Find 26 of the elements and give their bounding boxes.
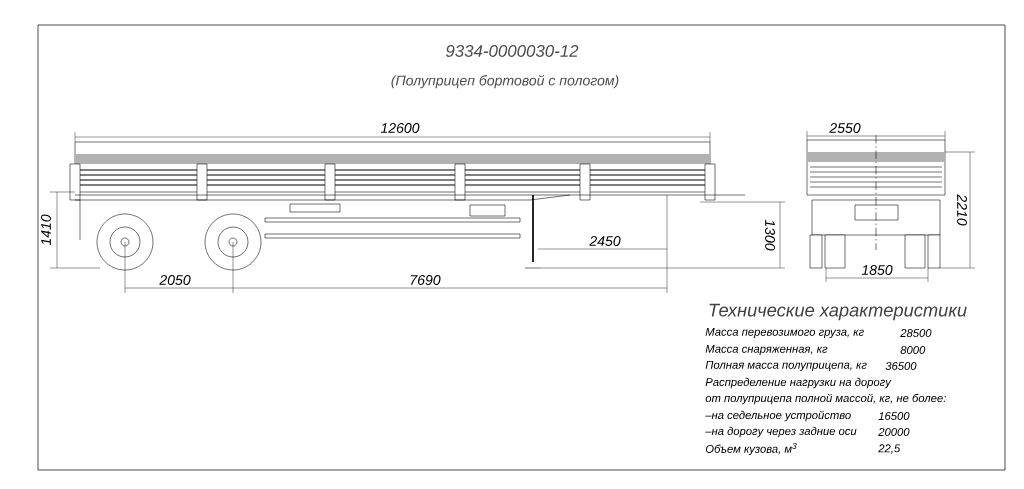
table-text: Распределение нагрузки на дорогу	[705, 377, 892, 389]
table-text: Масса снаряженная, кг	[705, 344, 828, 356]
dimension-text: 2450	[589, 236, 621, 246]
table-text: Масса перевозимого груза, кг	[705, 327, 864, 339]
dimension-text: 1410	[41, 214, 51, 246]
table-value: 36500	[885, 362, 917, 370]
table-text: от полуприцепа полной массой, кг, не более:	[705, 393, 946, 405]
dimension-text: 2550	[829, 123, 861, 133]
title: 9334-0000030-12	[446, 45, 579, 57]
table-value: 22,5	[878, 444, 901, 454]
table-text: Объем кузова, м$^{3}$	[705, 442, 797, 456]
dimension-text: 7690	[410, 275, 441, 285]
dimension-text: 1850	[861, 265, 893, 275]
dimension-text: 2210	[957, 194, 967, 226]
dimension-text: 1300	[765, 219, 775, 251]
table-heading: Технические характеристики	[709, 303, 967, 321]
table-text: –на седельное устройство	[705, 410, 851, 422]
table-value: 8000	[900, 346, 926, 354]
subtitle: (Полуприцеп бортовой с пологом)	[391, 74, 619, 89]
table-text: Полная масса полуприцепа, кг	[705, 360, 867, 372]
dimension-text: 2050	[159, 275, 191, 285]
table-value: 16500	[878, 412, 910, 420]
table-value: 20000	[878, 428, 910, 436]
table-text: –на дорогу через задние оси	[705, 426, 857, 438]
dimension-text: 12600	[380, 123, 420, 133]
table-value: 28500	[900, 329, 932, 337]
